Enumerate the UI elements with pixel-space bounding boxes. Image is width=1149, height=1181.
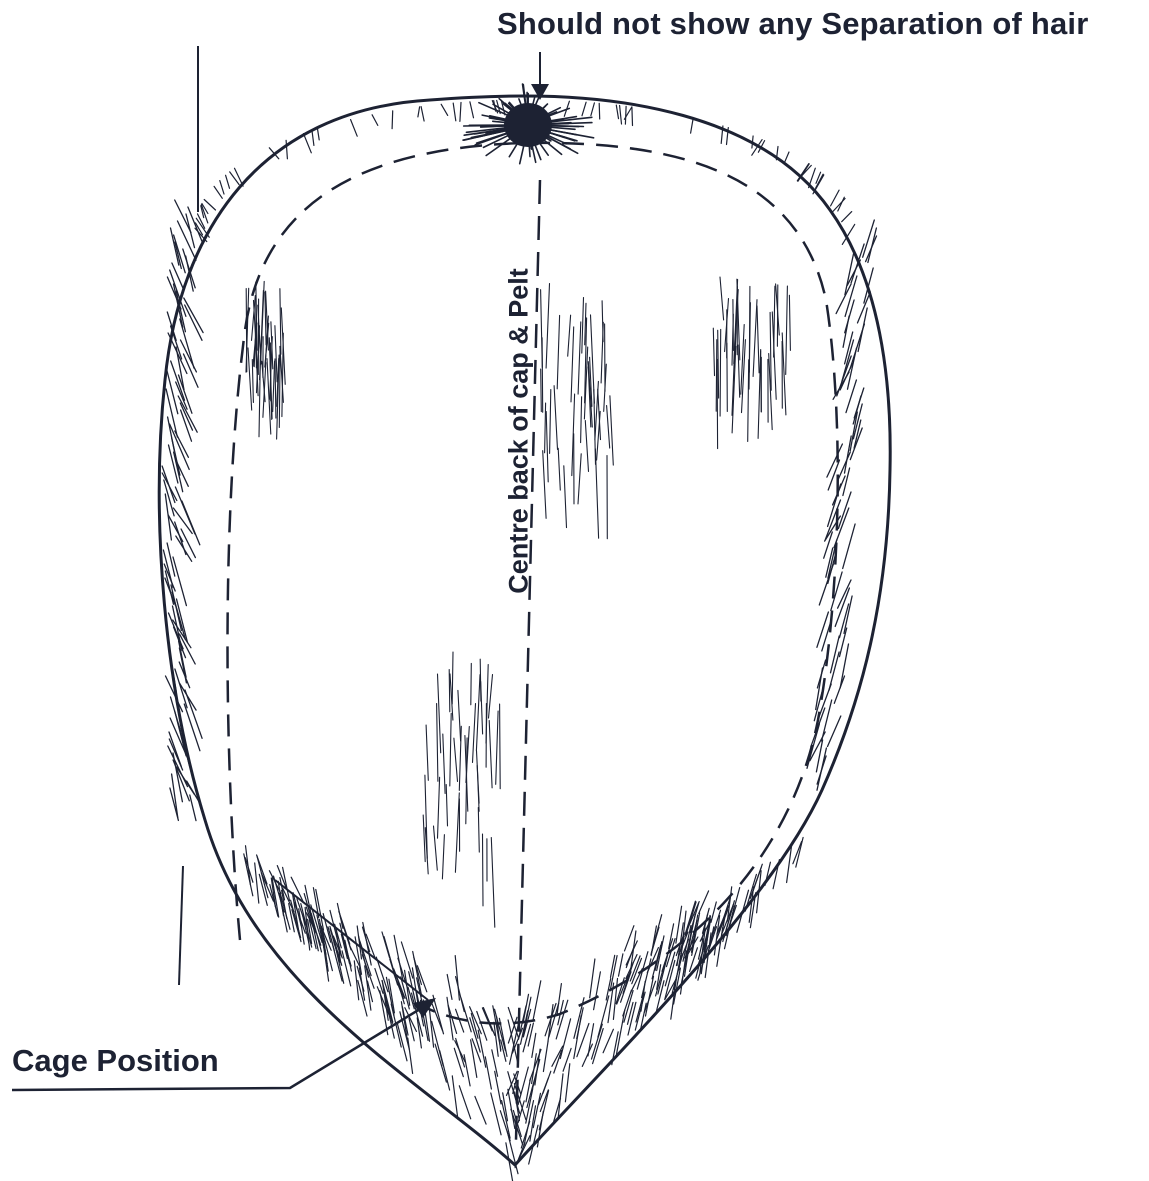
separation-note: Should not show any Separation of hair (497, 6, 1088, 42)
crown-arrow (531, 52, 549, 100)
crown-center (504, 103, 552, 147)
centre-back-label: Centre back of cap & Pelt (504, 268, 535, 594)
left-reference-line-lower (179, 866, 183, 985)
cage-pointer-upper (275, 880, 428, 1000)
cage-position-label: Cage Position (12, 1043, 219, 1079)
